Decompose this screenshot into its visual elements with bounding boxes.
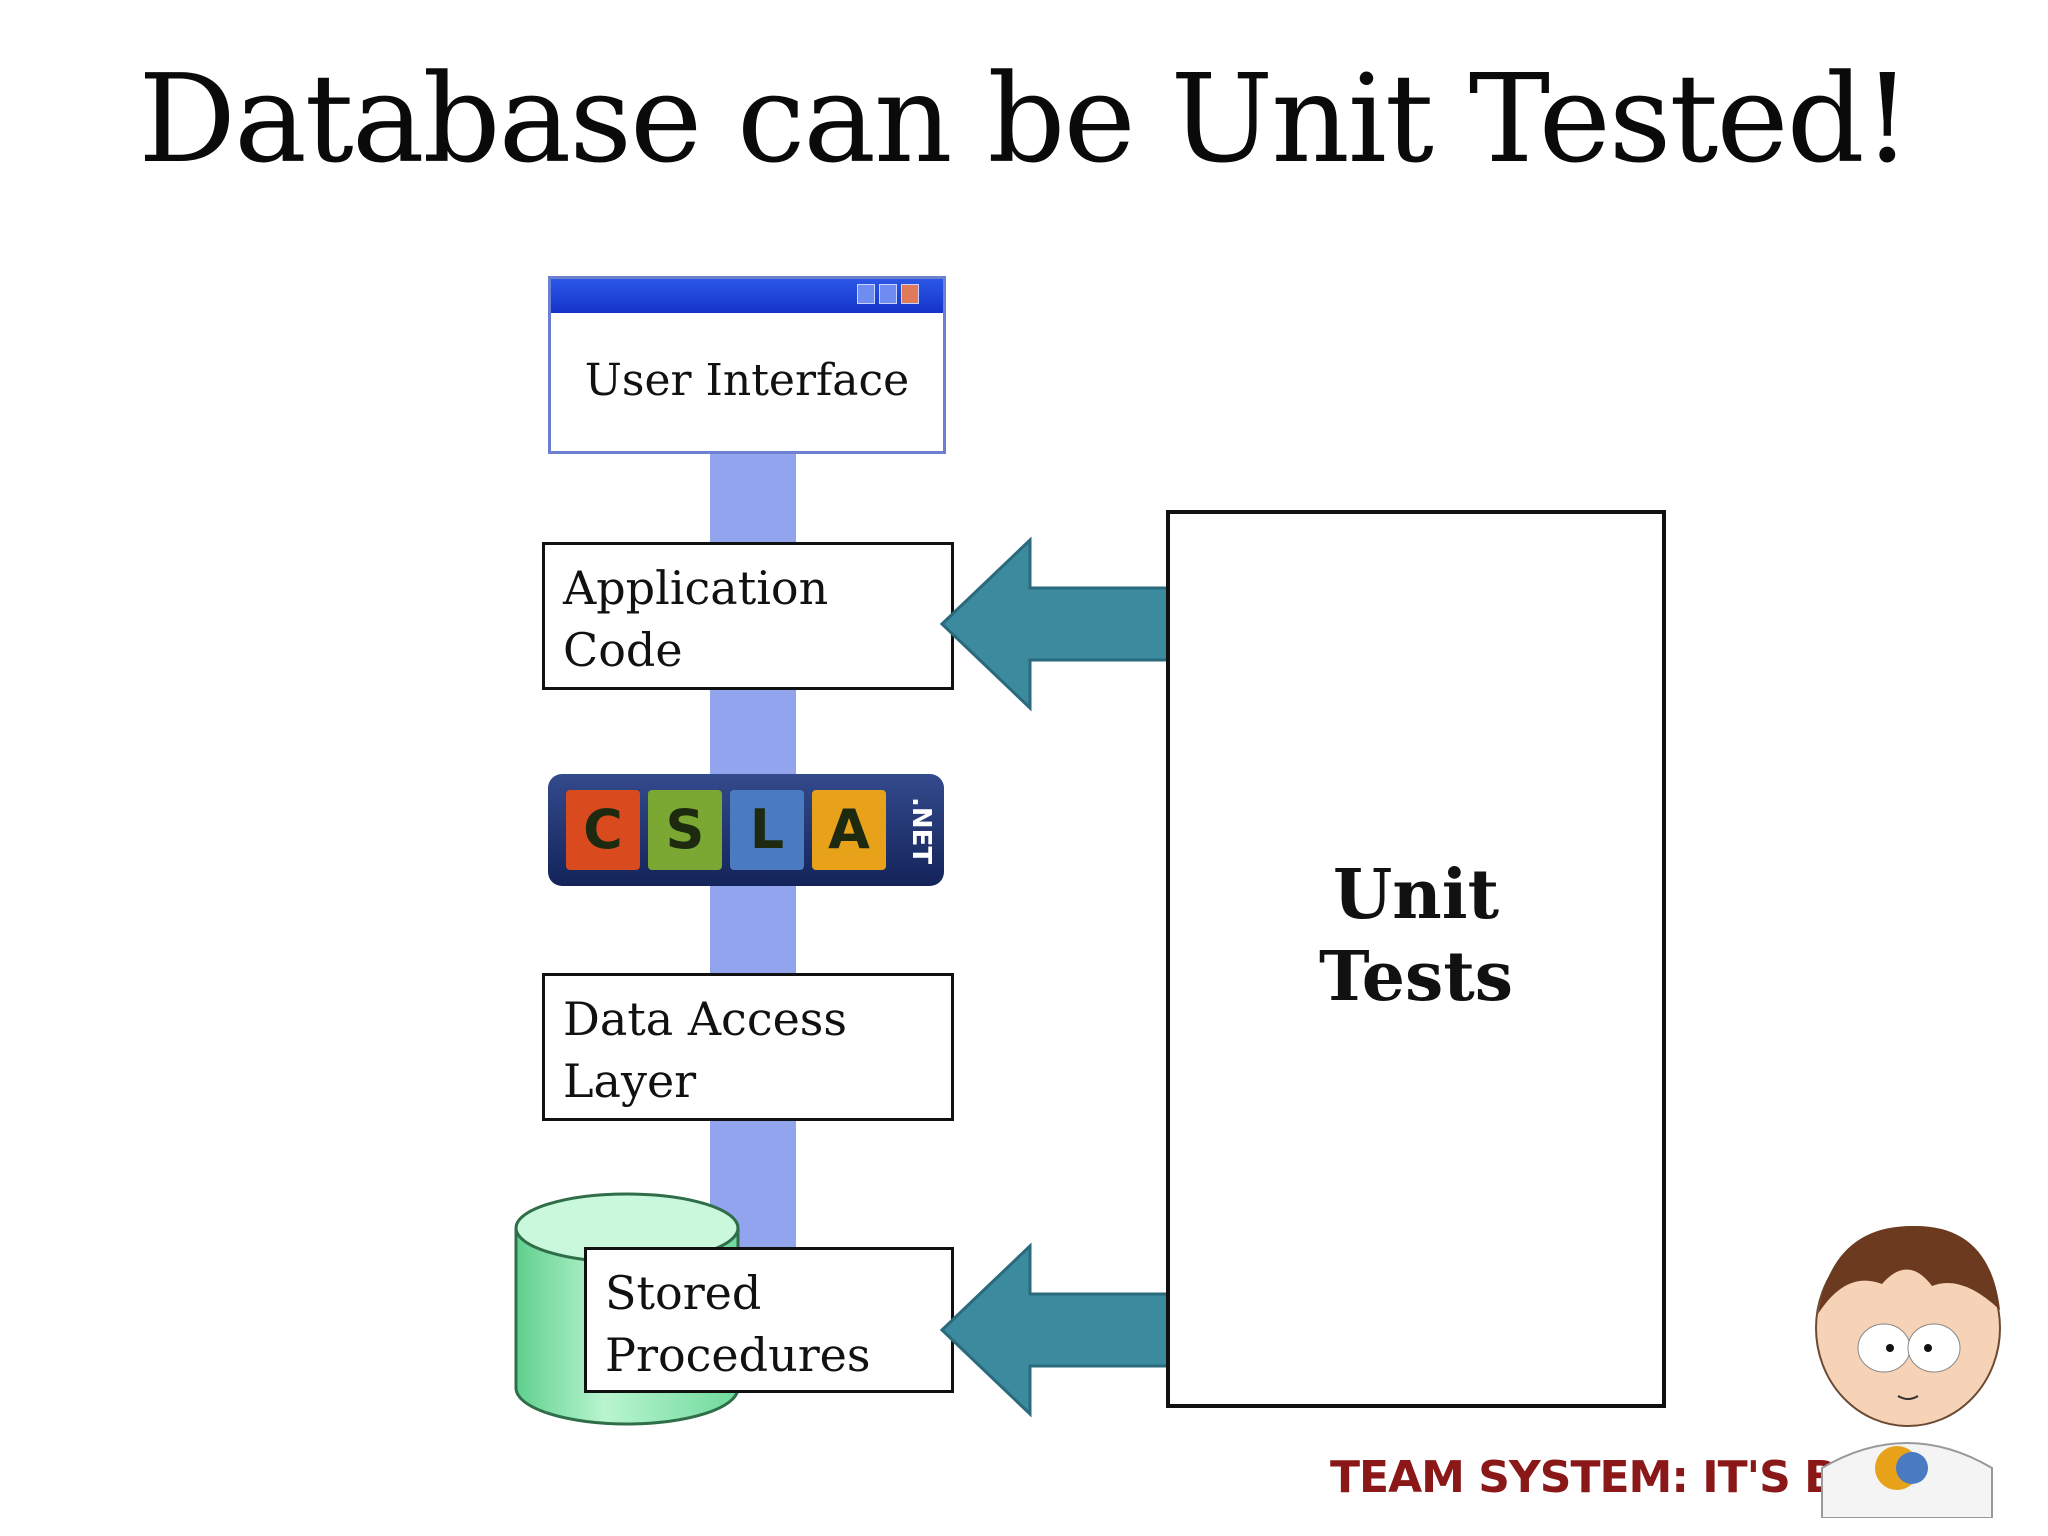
csla-logo: C S L A .NET: [548, 774, 944, 886]
csla-letter-l: L: [730, 790, 804, 870]
slide-title: Database can be Unit Tested!: [138, 48, 1912, 190]
application-code-line-1: Application: [563, 561, 829, 615]
arrow-to-application-code-icon: [939, 536, 1172, 712]
csla-letter-c: C: [566, 790, 640, 870]
unit-tests-box: Unit Tests: [1166, 510, 1666, 1408]
arrow-to-stored-procedures-icon: [939, 1242, 1172, 1418]
stored-procedures-line-2: Procedures: [605, 1328, 871, 1382]
application-code-line-2: Code: [563, 623, 683, 677]
unit-tests-label: Unit Tests: [1170, 854, 1662, 1018]
window-titlebar: [551, 279, 943, 313]
unit-tests-line-1: Unit: [1333, 855, 1499, 935]
stored-procedures-box: Stored Procedures: [584, 1247, 954, 1393]
csla-letter-s: S: [648, 790, 722, 870]
data-access-line-1: Data Access: [563, 992, 848, 1046]
unit-tests-line-2: Tests: [1318, 937, 1514, 1017]
minimize-icon: [857, 284, 875, 304]
data-access-line-2: Layer: [563, 1054, 697, 1108]
mascot-character-icon: [1815, 1225, 2001, 1518]
footer-slogan: TEAM SYSTEM: IT'S BIG: [1330, 1452, 1888, 1503]
csla-net-suffix: .NET: [906, 797, 936, 865]
csla-letter-a: A: [812, 790, 886, 870]
close-icon: [901, 284, 919, 304]
stored-procedures-line-1: Stored: [605, 1266, 762, 1320]
user-interface-window: User Interface: [548, 276, 946, 454]
data-access-layer-box: Data Access Layer: [542, 973, 954, 1121]
maximize-icon: [879, 284, 897, 304]
user-interface-label: User Interface: [584, 355, 910, 406]
application-code-box: Application Code: [542, 542, 954, 690]
